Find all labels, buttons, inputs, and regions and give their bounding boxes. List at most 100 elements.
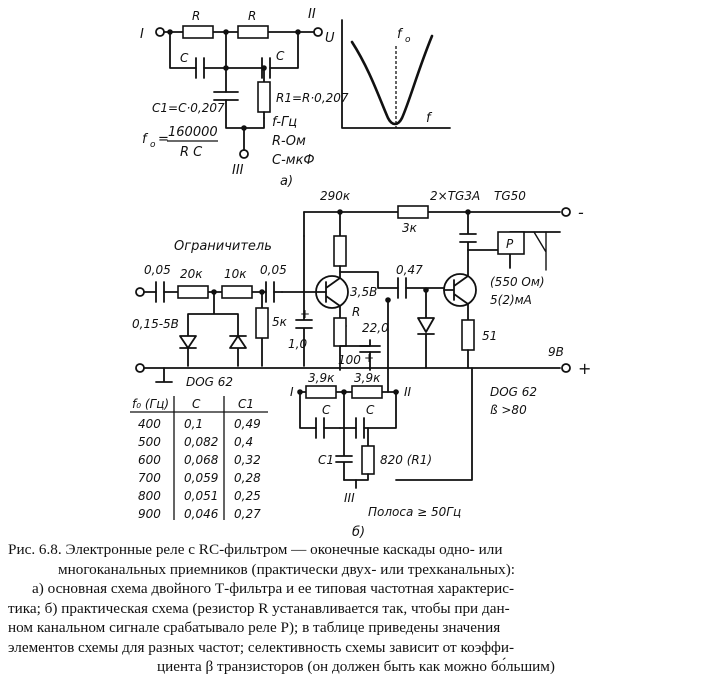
schematic-figure: I II R R C C III C1=C·0,207 R1=R·0,207 <box>130 7 591 540</box>
label-3k: 3к <box>402 221 418 235</box>
caption-line: циента β транзисторов (он должен быть ка… <box>157 658 555 675</box>
label-5k: 5к <box>272 315 288 329</box>
graph-f0-sub: o <box>405 35 411 45</box>
label-20k: 20к <box>180 267 203 281</box>
label-transistors: 2×TG3A <box>430 189 480 203</box>
resistor-r-a1 <box>182 25 214 39</box>
resistor-r-var <box>333 317 347 347</box>
terminal-out <box>313 27 323 37</box>
caption-line: многоканальных приемников (практически д… <box>58 560 515 578</box>
table-cell: 600 <box>138 453 161 467</box>
node-3-label: III <box>344 491 355 505</box>
label-plus: + <box>578 359 591 378</box>
f0-prefix: f <box>142 132 149 147</box>
table-cell: 700 <box>138 471 161 485</box>
table-cell: 0,4 <box>234 435 253 449</box>
label-relay: P <box>506 237 514 251</box>
caption-line: ном канальном сигнале срабатывало реле P… <box>8 619 501 636</box>
terminal-minus <box>561 207 571 217</box>
graph-f0: f <box>397 27 404 42</box>
table-header-c: C <box>192 397 201 411</box>
label-c22: 22,0 <box>362 321 389 335</box>
graph-x-label: f <box>426 111 433 126</box>
unit-f: f-Гц <box>272 115 297 130</box>
relay-p <box>497 231 525 255</box>
table-cell: 400 <box>138 417 161 431</box>
frequency-response-graph: U f o f <box>325 19 451 129</box>
fig-a-twin-t: I II R R C C III C1=C·0,207 R1=R·0,207 <box>140 7 349 189</box>
table-row: 600 0,068 0,32 <box>138 453 261 467</box>
label-plus-c10: + <box>300 307 310 321</box>
terminal-in <box>155 27 165 37</box>
caption-line: элементов схемы для разных частот; селек… <box>8 638 515 656</box>
label-9v: 9В <box>548 345 564 359</box>
terminal-input <box>135 287 145 297</box>
label-100: 100 <box>338 353 361 367</box>
resistor-20k <box>177 285 209 299</box>
label-plus-c22: + <box>364 351 374 365</box>
label-band: Полоса ≥ 50Гц <box>368 505 461 519</box>
label-51: 51 <box>482 329 497 343</box>
table-cell: 0,32 <box>234 453 261 467</box>
resistor-39k-a <box>305 385 337 399</box>
label-beta: ß >80 <box>490 403 527 417</box>
label-diode2: DOG 62 <box>490 385 537 399</box>
label-relay-current: 5(2)мА <box>490 293 532 307</box>
table-row: 800 0,051 0,25 <box>138 489 261 503</box>
resistor-290k <box>333 235 347 267</box>
table-cell: 800 <box>138 489 161 503</box>
table-cell: 500 <box>138 435 161 449</box>
r1-formula: R1=R·0,207 <box>276 91 349 105</box>
label-39k-b: 3,9к <box>354 371 381 385</box>
node-out-label: II <box>308 7 316 22</box>
label-r-a1: R <box>192 9 200 23</box>
unit-r: R-Ом <box>272 134 306 149</box>
component-table: f₀ (Гц) C C1 400 0,1 0,49 500 0,082 0,4 … <box>130 396 268 521</box>
table-header-f0: f₀ (Гц) <box>132 397 169 411</box>
node-in-label: I <box>140 27 144 42</box>
label-c-a2: C <box>276 49 285 63</box>
f0-eq: = <box>158 132 169 147</box>
fig-b-circuit: 3к 290к 2×TG3A TG50 - 3,5В 0,47 R 22,0 +… <box>132 189 591 540</box>
table-cell: 0,25 <box>234 489 261 503</box>
label-limiter: Ограничитель <box>174 239 272 254</box>
unit-c: C-мкФ <box>272 153 315 168</box>
node-gnd-label: III <box>232 163 244 178</box>
label-minus: - <box>578 203 584 222</box>
table-header-c1: C1 <box>238 397 254 411</box>
table-row: 700 0,059 0,28 <box>138 471 261 485</box>
node-1-label: I <box>290 385 294 399</box>
label-limit-v: 0,15-5В <box>132 317 179 331</box>
resistor-5k <box>255 307 269 339</box>
terminal-gnd-left <box>135 363 145 373</box>
resistor-820 <box>361 445 375 475</box>
resistor-r1-a <box>257 81 271 113</box>
label-c047: 0,47 <box>396 263 423 277</box>
label-c-b2: C <box>366 403 375 417</box>
label-c-b1: C <box>322 403 331 417</box>
f0-sub: o <box>150 140 156 150</box>
label-c005: 0,05 <box>260 263 287 277</box>
resistor-51 <box>461 319 475 351</box>
f0-numerator: 160000 <box>168 125 218 140</box>
label-c-a1: C <box>180 51 189 65</box>
label-39k-a: 3,9к <box>308 371 335 385</box>
label-r-var: R <box>352 305 360 319</box>
node-2-label: II <box>404 385 412 399</box>
label-c1-b: C1 <box>318 453 334 467</box>
label-tg50: TG50 <box>494 189 526 203</box>
fig-b-label: б) <box>352 525 365 540</box>
f0-denominator: R C <box>180 145 203 160</box>
table-cell: 0,059 <box>184 471 218 485</box>
resistor-10k <box>221 285 253 299</box>
terminal-plus <box>561 363 571 373</box>
table-cell: 0,082 <box>184 435 218 449</box>
label-10k: 10к <box>224 267 247 281</box>
graph-y-label: U <box>325 31 335 46</box>
resistor-r-a2 <box>237 25 269 39</box>
label-3-5v: 3,5В <box>350 285 377 299</box>
table-cell: 0,046 <box>184 507 219 521</box>
table-cell: 0,051 <box>184 489 218 503</box>
label-diode: DOG 62 <box>186 375 233 389</box>
